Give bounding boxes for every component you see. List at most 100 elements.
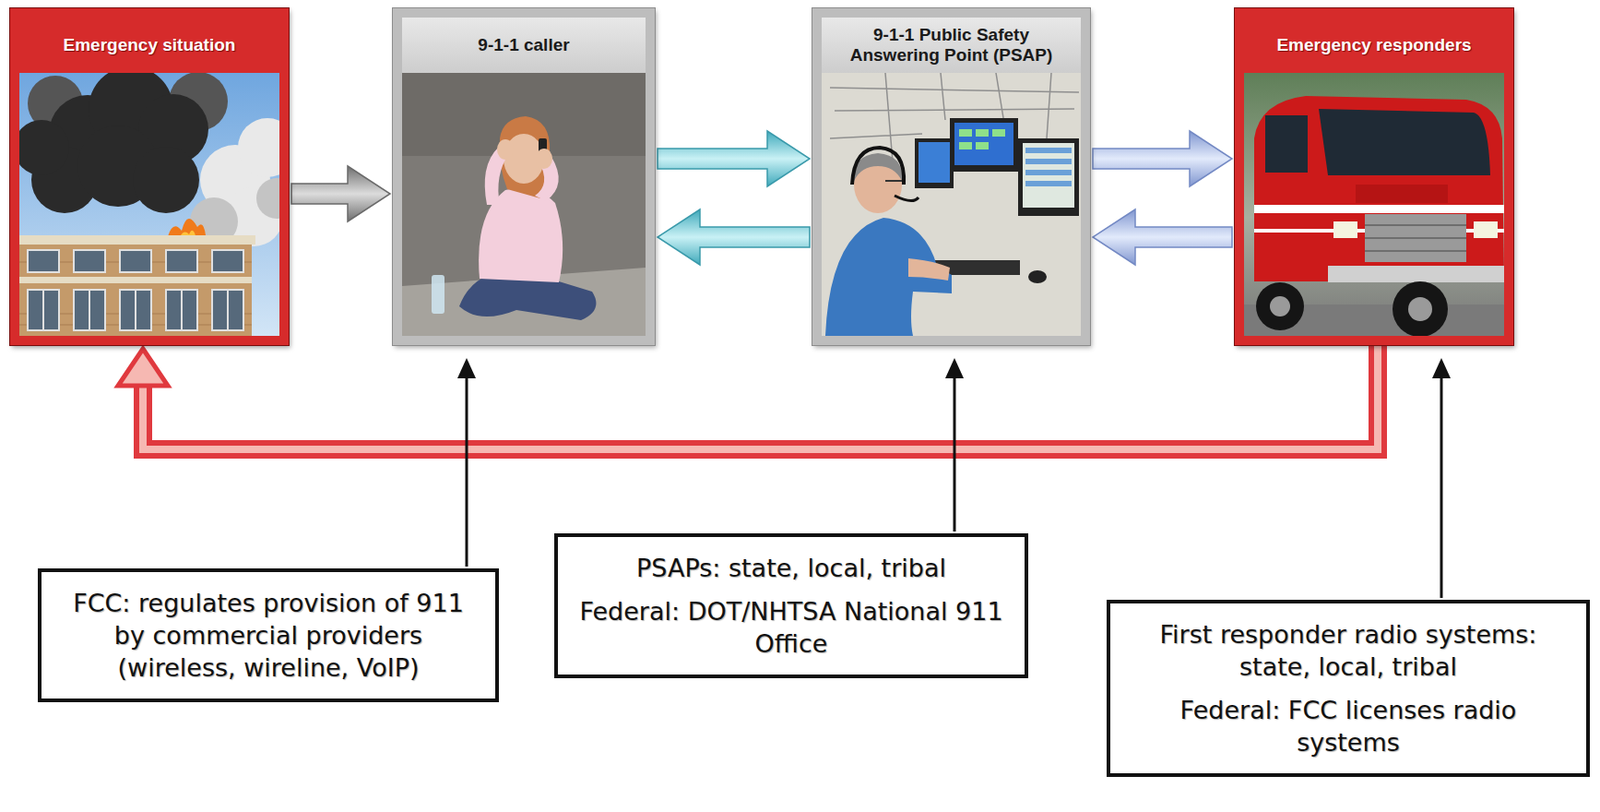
fire-photo [19,72,209,214]
dispatcher-photo [894,195,919,202]
dispatcher-photo [1018,138,1079,216]
fire-photo [132,146,200,214]
note-box: First responder radio systems: state, lo… [1106,599,1590,777]
dispatcher-photo [1022,142,1075,208]
leader-arrow [1440,378,1444,598]
connector-arrow [657,209,810,265]
fire-photo [27,249,244,331]
fire-truck-photo [1473,221,1498,238]
fire-truck-photo [1244,72,1505,336]
photo-box: Emergency situation [10,8,289,345]
dispatcher-photo [1025,147,1072,187]
fire-photo [42,289,45,331]
fire-photo [165,289,198,331]
block-arrow [1092,130,1233,187]
fire-truck-photo [1364,224,1467,226]
fire-photo [212,289,244,331]
fire-truck-photo [1244,72,1505,336]
fire-photo [19,72,280,336]
box-heading: 9-1-1 caller [402,17,646,73]
dispatcher-photo [949,118,1019,172]
connector-arrow [457,357,476,567]
connector-arrow [291,165,391,222]
arrow-head [457,357,476,379]
connector-arrow [1092,209,1233,265]
fire-truck-photo [1333,221,1358,238]
note-text: Federal: DOT/NHTSA National 911 Office [574,594,1008,660]
box-heading: Emergency situation [19,17,280,73]
connector-arrow [118,344,1378,450]
fire-truck-photo [1364,249,1467,252]
fire-photo [180,289,183,331]
dispatcher-photo [1028,270,1047,284]
fire-photo [27,289,60,331]
fire-photo [19,119,70,176]
connector-arrow [657,130,810,187]
dispatcher-photo [918,142,950,183]
fire-truck-photo [1327,265,1505,283]
dispatcher-photo [1025,180,1072,187]
block-arrow [657,209,810,265]
fire-photo [88,289,91,331]
arrow-head [945,357,964,379]
block-arrow [291,165,391,222]
fire-truck-photo [1408,296,1433,321]
note-text: PSAPs: state, local, tribal [574,551,1008,584]
dispatcher-photo [1025,147,1072,154]
block-arrow [657,130,810,187]
fire-truck-photo [1265,115,1308,173]
fire-truck-photo [1355,184,1448,203]
connector-arrow [1432,357,1451,598]
dispatcher-photo [959,142,972,150]
caller-photo [497,139,514,160]
caller-photo [535,148,553,169]
arrow-head [118,348,168,386]
fire-truck-photo [1364,213,1467,262]
note-text: Federal: FCC licenses radio systems [1126,693,1570,759]
fire-photo [27,249,60,273]
leader-arrow [953,378,957,532]
fire-truck-photo [1254,204,1505,214]
fire-photo [43,289,228,331]
photo-box: Emergency responders [1234,8,1514,345]
dispatcher-photo [959,129,972,137]
fire-photo [19,241,252,336]
fire-truck-photo [1318,108,1491,176]
fire-photo [226,289,229,331]
fire-photo [19,235,256,245]
fire-photo [73,289,106,331]
dispatcher-photo [852,147,904,185]
feedback-arrow [142,344,1378,450]
fire-photo [256,177,280,219]
dispatcher-photo [975,129,989,137]
dispatcher-photo [825,217,952,336]
dispatcher-photo [1025,158,1072,165]
fire-truck-photo [1269,296,1291,317]
fire-photo [73,249,106,273]
fire-photo [119,249,152,273]
caller-photo [402,72,646,336]
note-text: FCC: regulates provision of 911 by comme… [58,586,479,684]
fire-truck-photo [1254,95,1505,282]
fire-photo [19,276,252,284]
arrow-head [1432,357,1451,379]
note-text: First responder radio systems: state, lo… [1126,617,1570,683]
dispatcher-photo [908,258,950,281]
dispatcher-photo [959,129,1006,150]
caller-photo [402,72,646,336]
photo-box: 9-1-1 caller [392,8,655,345]
dispatcher-photo [914,138,954,189]
box-heading: Emergency responders [1244,17,1505,73]
fire-truck-photo [1364,225,1467,251]
leader-arrow [465,378,469,567]
caller-photo [431,274,445,314]
fire-truck-photo [1256,282,1304,331]
note-box: PSAPs: state, local, tribalFederal: DOT/… [554,533,1029,678]
feedback-arrow [142,344,1378,450]
note-box: FCC: regulates provision of 911 by comme… [37,568,499,702]
dispatcher-photo [821,72,1081,336]
connector-arrow [945,357,964,532]
dispatcher-photo [1025,169,1072,176]
fire-photo [212,249,244,273]
block-arrow [1092,209,1233,265]
